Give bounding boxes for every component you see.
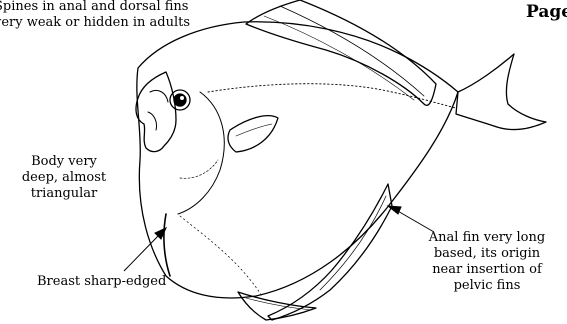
dorsal-fin — [246, 0, 436, 105]
body-annotation-line: Body very — [8, 154, 120, 170]
body-annotation: Body very deep, almost triangular — [8, 154, 120, 202]
anal-fin — [268, 184, 392, 320]
spines-annotation-line: very weak or hidden in adults — [0, 15, 190, 31]
anal-fin-annotation-line: pelvic fins — [398, 278, 567, 294]
anal-fin-annotation-line: near insertion of — [398, 262, 567, 278]
lateral-line — [208, 84, 456, 108]
breast-edge — [164, 214, 170, 276]
pectoral-fin — [228, 116, 278, 152]
spines-annotation: Spines in anal and dorsal fins very weak… — [0, 0, 190, 31]
anal-fin-pointer — [396, 210, 434, 232]
anal-fin-annotation: Anal fin very long based, its origin nea… — [398, 230, 567, 294]
gill-cover — [178, 92, 224, 214]
body-annotation-line: triangular — [8, 186, 120, 202]
body-annotation-line: deep, almost — [8, 170, 120, 186]
page-label: Page — [526, 2, 567, 22]
anal-fin-annotation-line: based, its origin — [398, 246, 567, 262]
breast-annotation-line: Breast sharp-edged — [37, 274, 166, 290]
anal-fin-annotation-line: Anal fin very long — [398, 230, 567, 246]
spines-annotation-line: Spines in anal and dorsal fins — [0, 0, 190, 15]
tail-fin — [456, 54, 546, 129]
head-outline — [136, 72, 176, 152]
breast-annotation: Breast sharp-edged — [37, 274, 166, 290]
